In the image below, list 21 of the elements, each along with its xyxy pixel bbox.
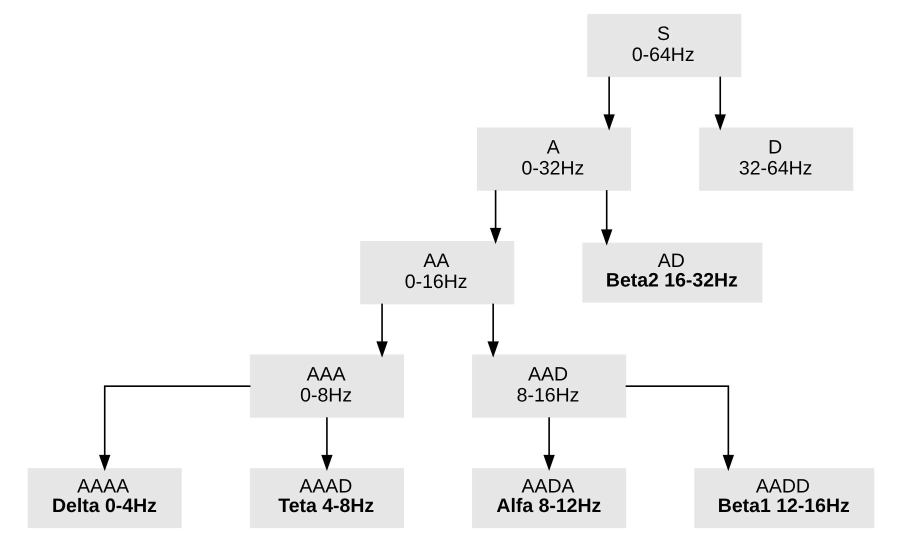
node-box: AAA 0-8Hz: [249, 354, 404, 418]
arrow: [542, 417, 554, 472]
node-box: AADA Alfa 8-12Hz: [472, 468, 626, 528]
arrow: [625, 385, 734, 472]
node-box: S 0-64Hz: [586, 14, 741, 78]
node-box: AA 0-16Hz: [360, 241, 514, 304]
arrow: [320, 417, 332, 472]
node-box: AAAD Teta 4-8Hz: [249, 468, 404, 528]
arrow: [600, 190, 612, 246]
arrow: [98, 385, 250, 472]
node-box: AD Beta2 16-32Hz: [582, 242, 762, 303]
node-box: D 32-64Hz: [698, 127, 853, 191]
arrow: [376, 304, 388, 358]
node-box: AAD 8-16Hz: [472, 354, 626, 418]
arrow: [602, 76, 614, 131]
node-box: A 0-32Hz: [476, 127, 631, 191]
node-box: AADD Beta1 12-16Hz: [694, 468, 874, 528]
node-box: AAAA Delta 0-4Hz: [27, 468, 182, 528]
arrow: [486, 304, 498, 358]
arrow: [489, 190, 501, 244]
arrow: [714, 76, 726, 131]
